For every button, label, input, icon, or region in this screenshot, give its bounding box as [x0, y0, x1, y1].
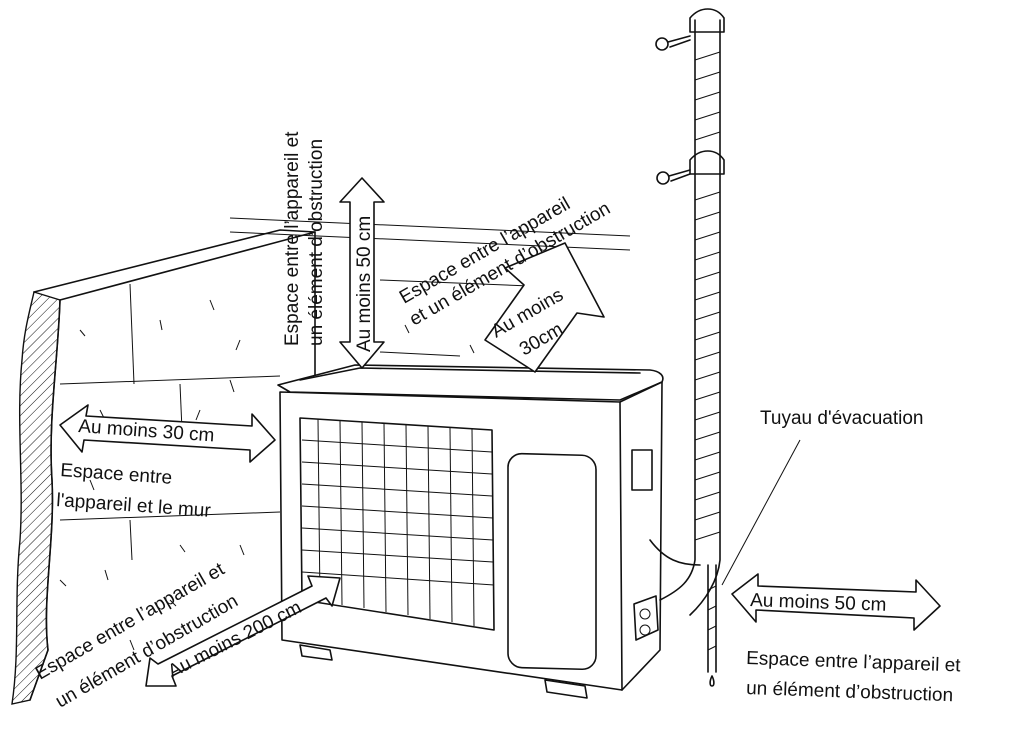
drain-pipe-label: Tuyau d'évacuation — [760, 408, 923, 429]
top-clearance-label-line2: un élément d’obstruction — [306, 139, 327, 346]
top-clearance-arrow — [339, 177, 385, 369]
pipe-clamp-icon — [689, 8, 725, 33]
outdoor-unit — [277, 364, 664, 699]
left-clearance-arrow — [59, 404, 276, 463]
right-clearance-label-line1: Espace entre l’appareil et — [746, 648, 962, 676]
right-clearance-arrow — [731, 573, 941, 631]
drip-icon — [709, 675, 715, 687]
right-dimension-label: Au moins 50 cm — [750, 590, 887, 616]
pipe-clamp-icon — [689, 150, 725, 175]
top-dimension-label: Au moins 50 cm — [354, 216, 375, 352]
front-clearance-arrow — [145, 575, 341, 687]
left-wall — [11, 229, 316, 705]
top-clearance-label-line1: Espace entre l’appareil et — [282, 131, 303, 346]
back-clearance-arrow — [484, 242, 605, 373]
right-clearance-label-line2: un élément d’obstruction — [746, 678, 954, 706]
screw-icon — [655, 35, 691, 51]
left-clearance-label-line1: Espace entre — [60, 460, 173, 489]
screw-icon — [656, 169, 691, 185]
refrigerant-pipe — [649, 8, 801, 687]
